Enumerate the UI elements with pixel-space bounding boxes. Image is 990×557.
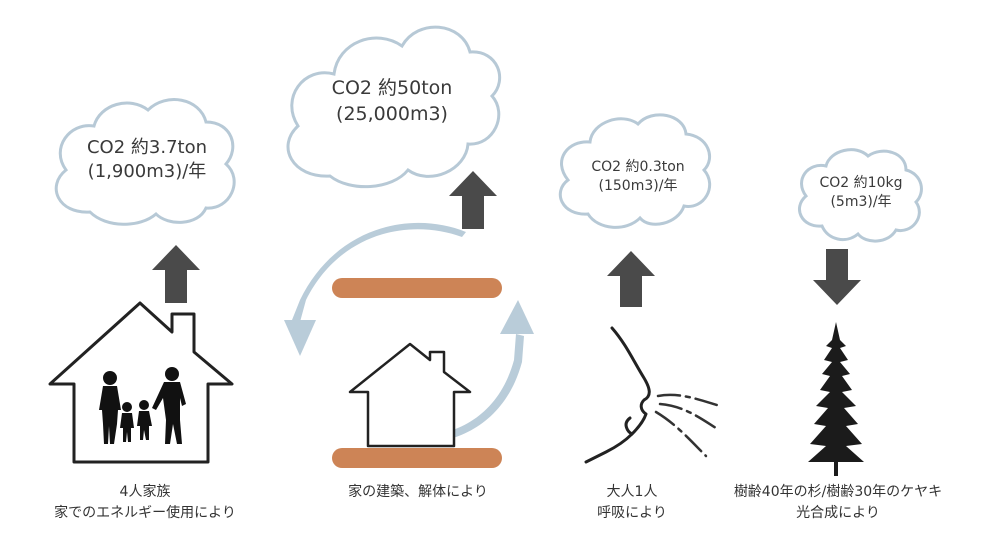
cloud-volume: (5m3)/年 <box>830 193 892 210</box>
cloud-amount: CO2 約0.3ton <box>591 159 685 175</box>
caption-line: 家でのエネルギー使用により <box>54 505 236 521</box>
arrow-up-icon <box>152 245 200 303</box>
beam-top <box>332 278 502 298</box>
cedar-tree-icon <box>808 322 864 476</box>
cloud-volume: (1,900m3)/年 <box>87 161 207 183</box>
cloud-amount: CO2 約10kg <box>819 175 903 191</box>
cloud-family <box>54 98 236 226</box>
beam-bottom <box>332 448 502 468</box>
cloud-label-tree: CO2 約10kg (5m3)/年 <box>806 174 916 212</box>
cycle-arrows-icon <box>284 222 534 444</box>
caption-line: 大人1人 <box>606 484 658 500</box>
caption-line: 4人家族 <box>119 484 171 500</box>
arrow-down-icon <box>813 249 861 305</box>
house-family-icon <box>48 301 234 464</box>
caption-line: 呼吸により <box>597 505 667 521</box>
caption-tree: 樹齢40年の杉/樹齢30年のケヤキ 光合成により <box>722 482 954 524</box>
caption-line: 樹齢40年の杉/樹齢30年のケヤキ <box>733 484 943 500</box>
caption-construction: 家の建築、解体により <box>320 482 516 503</box>
caption-breathing: 大人1人 呼吸により <box>572 482 692 524</box>
cloud-label-breathing: CO2 約0.3ton (150m3)/年 <box>568 158 708 196</box>
cloud-breathing <box>558 113 711 229</box>
small-house-icon <box>348 342 472 448</box>
cloud-amount: CO2 約3.7ton <box>86 137 207 158</box>
breathing-face-icon <box>584 326 722 464</box>
cloud-label-family: CO2 約3.7ton (1,900m3)/年 <box>62 136 232 185</box>
family-silhouette-icon <box>99 367 186 444</box>
caption-line: 光合成により <box>796 505 880 521</box>
cloud-volume: (150m3)/年 <box>598 177 678 194</box>
arrow-up-icon <box>607 251 655 307</box>
cloud-tree <box>798 148 923 243</box>
cloud-volume: (25,000m3) <box>336 102 448 125</box>
caption-line: 家の建築、解体により <box>348 484 488 500</box>
caption-family: 4人家族 家でのエネルギー使用により <box>40 482 250 524</box>
arrow-up-icon <box>449 171 497 229</box>
cloud-construction <box>286 25 502 189</box>
cloud-amount: CO2 約50ton <box>331 77 453 99</box>
cloud-label-construction: CO2 約50ton (25,000m3) <box>302 76 482 127</box>
